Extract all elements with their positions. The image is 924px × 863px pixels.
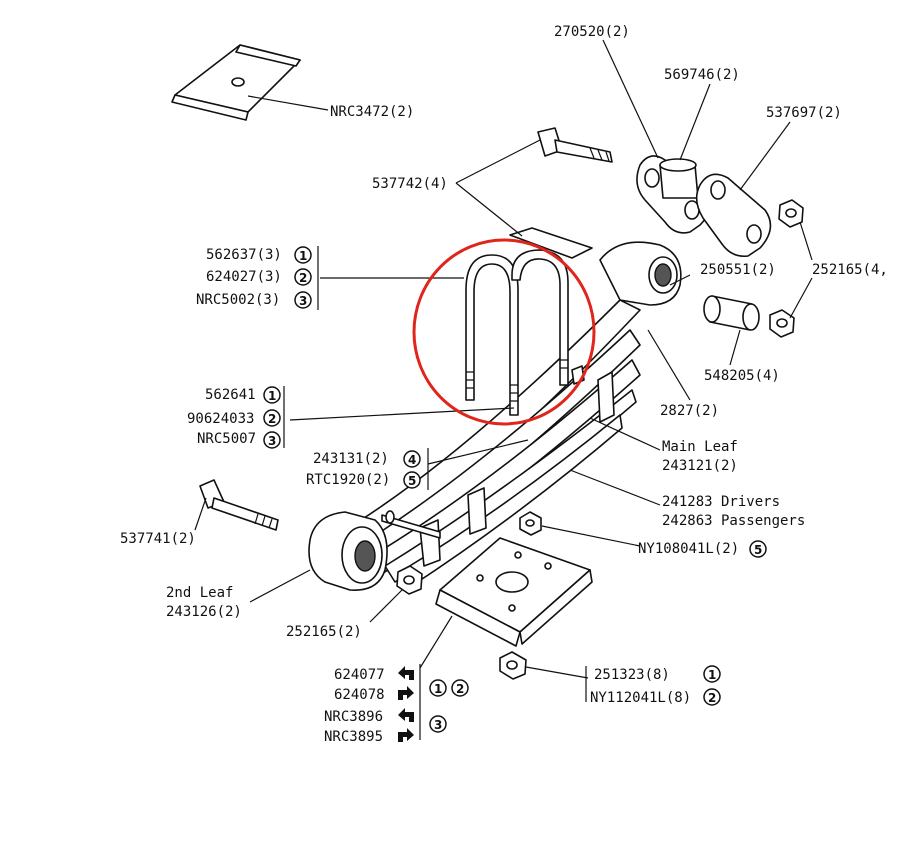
circled-2: 2 xyxy=(268,412,276,426)
label-243121: 243121(2) xyxy=(662,458,738,474)
label-nrc3895: NRC3895 xyxy=(324,729,383,745)
circled-2: 2 xyxy=(299,271,307,285)
circled-2: 2 xyxy=(456,682,464,696)
label-ny112041l: NY112041L(8) xyxy=(590,690,691,706)
nut-252165-bottom xyxy=(396,565,423,595)
label-main-leaf: Main Leaf xyxy=(662,439,738,455)
leader-lines xyxy=(194,39,813,740)
bush-548205 xyxy=(703,295,760,331)
bolt-537742 xyxy=(537,127,613,163)
bottom-plate xyxy=(435,537,593,647)
label-537742: 537742(4) xyxy=(372,176,448,192)
circled-1: 1 xyxy=(434,682,442,696)
nut-251323 xyxy=(499,651,527,680)
nut-252165-top xyxy=(769,199,804,338)
label-252165-top: 252165(4, xyxy=(812,262,888,278)
circled-3: 3 xyxy=(268,434,276,448)
label-nrc3472: NRC3472(2) xyxy=(330,104,414,120)
highlight-circle xyxy=(412,238,596,426)
circled-5: 5 xyxy=(754,543,762,557)
shackle-plates xyxy=(636,155,772,258)
top-plate xyxy=(509,227,593,259)
circled-numbers: 1 2 3 1 2 3 4 5 5 1 2 3 1 2 xyxy=(263,246,767,733)
label-562641: 562641 xyxy=(205,387,256,403)
circled-1: 1 xyxy=(708,668,716,682)
label-243126: 243126(2) xyxy=(166,604,242,620)
label-624027: 624027(3) xyxy=(206,269,282,285)
circled-2: 2 xyxy=(708,691,716,705)
circled-1: 1 xyxy=(299,249,307,263)
label-nrc5002: NRC5002(3) xyxy=(196,292,280,308)
label-537697: 537697(2) xyxy=(766,105,842,121)
label-nrc5007: NRC5007 xyxy=(197,431,256,447)
nrc3472-plate xyxy=(171,44,301,121)
label-243131: 243131(2) xyxy=(313,451,389,467)
label-rtc1920: RTC1920(2) xyxy=(306,472,390,488)
turn-right-arrow-icon xyxy=(398,728,414,742)
turn-right-arrow-icon xyxy=(398,686,414,700)
label-569746: 569746(2) xyxy=(664,67,740,83)
label-624078: 624078 xyxy=(334,687,385,703)
label-2827: 2827(2) xyxy=(660,403,719,419)
turn-left-arrow-icon xyxy=(398,708,414,722)
arrow-icons xyxy=(398,666,414,742)
label-241283: 241283 Drivers xyxy=(662,494,780,510)
bolt-537741 xyxy=(199,479,279,531)
label-250551: 250551(2) xyxy=(700,262,776,278)
circled-1: 1 xyxy=(268,389,276,403)
label-562637: 562637(3) xyxy=(206,247,282,263)
label-548205: 548205(4) xyxy=(704,368,780,384)
circled-3: 3 xyxy=(299,294,307,308)
label-251323: 251323(8) xyxy=(594,667,670,683)
circled-5: 5 xyxy=(408,474,416,488)
circled-4: 4 xyxy=(408,453,416,467)
label-252165-bottom: 252165(2) xyxy=(286,624,362,640)
label-242863: 242863 Passengers xyxy=(662,513,805,529)
part-labels: NRC3472(2) 270520(2) 569746(2) 537697(2)… xyxy=(120,24,888,745)
turn-left-arrow-icon xyxy=(398,666,414,680)
label-624077: 624077 xyxy=(334,667,385,683)
label-ny108041l: NY108041L(2) xyxy=(638,541,739,557)
circled-3: 3 xyxy=(434,718,442,732)
nut-ny108041l xyxy=(519,511,542,536)
label-537741: 537741(2) xyxy=(120,531,196,547)
label-2nd-leaf: 2nd Leaf xyxy=(166,585,233,601)
label-90624033: 90624033 xyxy=(187,411,254,427)
label-nrc3896: NRC3896 xyxy=(324,709,383,725)
label-270520: 270520(2) xyxy=(554,24,630,40)
